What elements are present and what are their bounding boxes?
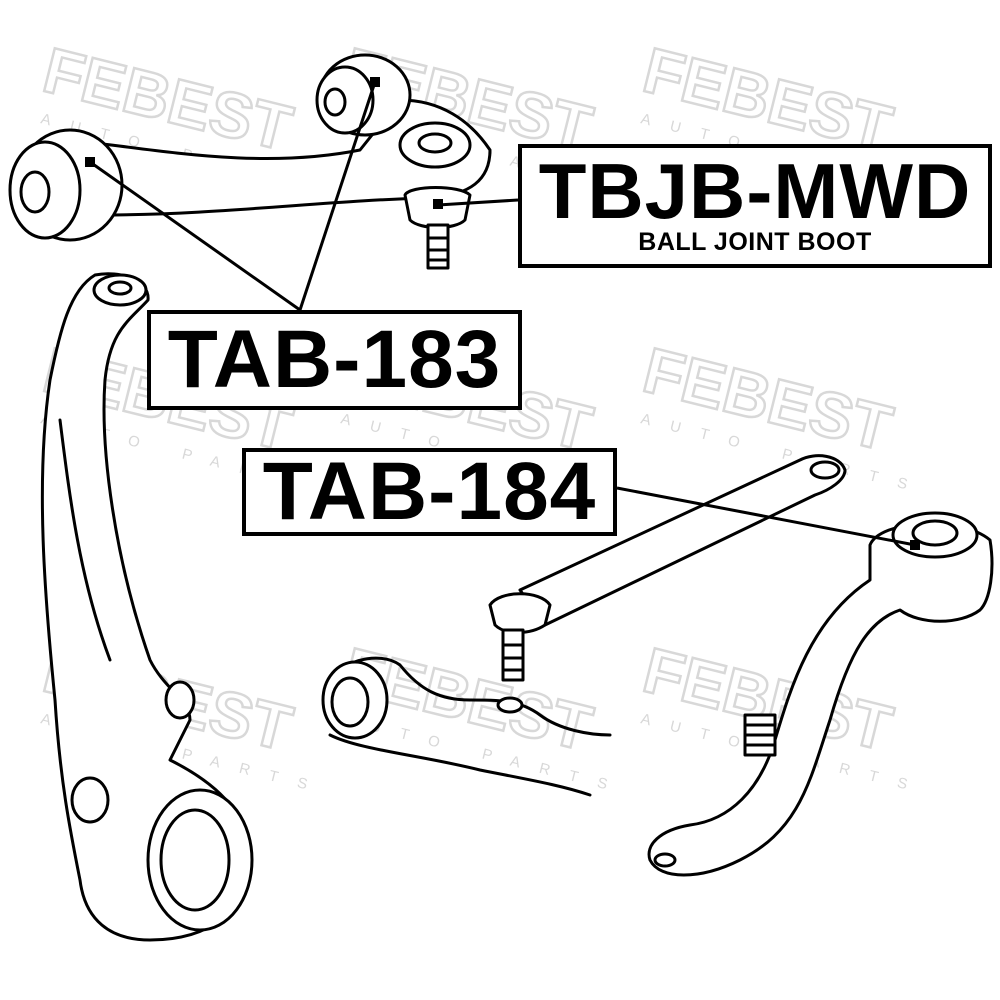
- steering-knuckle: [40, 272, 254, 942]
- leader-tbjb-mwd: [437, 198, 519, 207]
- part-label-tab-184: TAB-184: [242, 448, 617, 536]
- strut-rod-bolt: [501, 628, 525, 682]
- part-code: TBJB-MWD: [538, 147, 972, 235]
- leader-lines: [89, 81, 916, 547]
- upper-control-arm: [8, 53, 492, 270]
- strut-rod: [488, 454, 847, 682]
- part-description: BALL JOINT BOOT: [638, 228, 872, 256]
- ball-joint-stud: [426, 223, 450, 270]
- part-code: TAB-183: [167, 314, 502, 405]
- part-label-tbjb-mwd: TBJB-MWD BALL JOINT BOOT: [518, 144, 992, 268]
- part-code: TAB-184: [262, 446, 597, 537]
- lower-control-arm-center: [321, 656, 612, 797]
- leader-markers: [85, 77, 920, 550]
- lower-control-arm-right: [647, 511, 994, 877]
- leader-tab183-rear: [89, 160, 301, 312]
- leader-tab183-front: [298, 81, 377, 311]
- part-label-tab-183: TAB-183: [147, 310, 522, 410]
- leader-tab184: [616, 486, 916, 547]
